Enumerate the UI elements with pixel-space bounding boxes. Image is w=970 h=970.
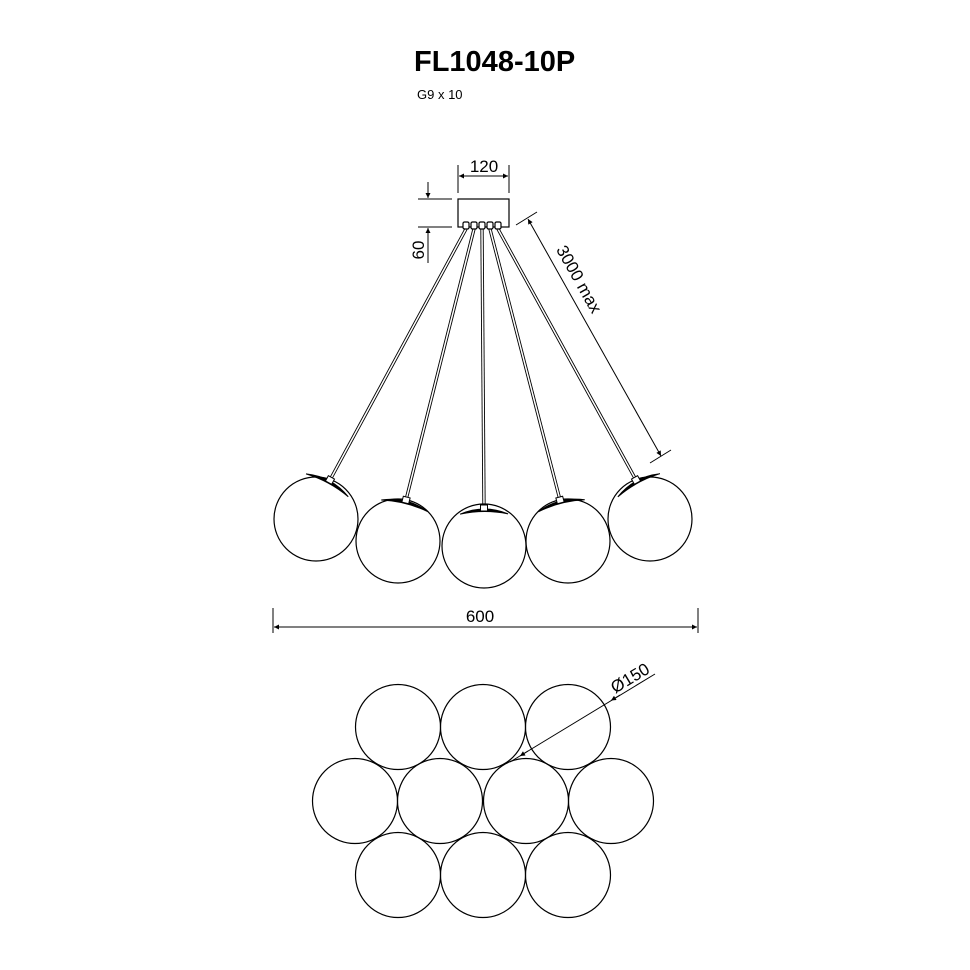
cable bbox=[480, 229, 484, 509]
dimension-line bbox=[509, 673, 656, 763]
cable-length-label-group: 3000 max bbox=[552, 242, 605, 317]
dimension-line bbox=[527, 218, 662, 457]
lamp-holder bbox=[537, 495, 585, 513]
canopy-height-dimension: 60 bbox=[409, 182, 452, 263]
lamp-holder bbox=[305, 473, 349, 498]
diameter-dimension: Ø150 bbox=[509, 659, 656, 763]
globe-shade bbox=[607, 476, 693, 562]
cable-grip bbox=[462, 221, 470, 230]
dimension-arrow bbox=[610, 694, 621, 701]
side-view bbox=[273, 228, 693, 589]
cable-length-label: 3000 max bbox=[552, 242, 605, 317]
cable bbox=[490, 228, 562, 500]
lamp-holder bbox=[617, 473, 661, 498]
cable bbox=[482, 228, 486, 508]
extension-line bbox=[649, 449, 672, 464]
canopy-width-label: 120 bbox=[470, 157, 498, 176]
dimension-arrow bbox=[519, 750, 529, 757]
canopy-height-label: 60 bbox=[409, 241, 428, 260]
cable bbox=[404, 228, 474, 500]
top-view-shade bbox=[354, 683, 442, 771]
lamp-holder bbox=[381, 495, 429, 513]
cable bbox=[406, 229, 476, 501]
globe-shade bbox=[355, 498, 441, 584]
extension-line bbox=[515, 211, 538, 226]
cable bbox=[488, 229, 560, 501]
cable-grip bbox=[470, 221, 478, 230]
canopy bbox=[457, 198, 510, 230]
top-view-shade bbox=[439, 683, 527, 771]
lamp-spec: G9 x 10 bbox=[417, 87, 463, 102]
cable-grips bbox=[462, 221, 502, 230]
lamp-holder bbox=[459, 504, 509, 515]
top-view-shade bbox=[354, 831, 442, 919]
top-view-shade bbox=[439, 831, 527, 919]
holder-cap bbox=[459, 508, 509, 515]
top-view-shade bbox=[311, 757, 399, 845]
diameter-label-group: Ø150 bbox=[607, 659, 652, 697]
globe-shade bbox=[525, 498, 611, 584]
globe-shade bbox=[273, 476, 359, 562]
globe-shade bbox=[441, 503, 527, 589]
model-title: FL1048-10P bbox=[414, 46, 576, 78]
holder-socket bbox=[479, 504, 489, 512]
top-view-shade bbox=[482, 757, 570, 845]
holder-socket bbox=[630, 475, 642, 485]
top-view-shade bbox=[567, 757, 655, 845]
top-view-shade bbox=[524, 683, 612, 771]
holder-socket bbox=[555, 495, 565, 505]
top-view-shade bbox=[396, 757, 484, 845]
holder-cap bbox=[305, 473, 349, 498]
top-view bbox=[311, 683, 655, 919]
top-view-shade bbox=[524, 831, 612, 919]
canopy-height-label-group: 60 bbox=[409, 241, 428, 260]
canopy-width-dimension: 120 bbox=[457, 157, 510, 193]
holder-cap bbox=[617, 473, 661, 498]
cable bbox=[328, 228, 466, 480]
cable-grip bbox=[478, 221, 486, 230]
cable-grip bbox=[494, 221, 502, 230]
cable-grip bbox=[486, 221, 494, 230]
overall-width-label: 600 bbox=[466, 607, 494, 626]
overall-width-dimension: 600 bbox=[272, 607, 699, 633]
holder-socket bbox=[401, 495, 411, 505]
holder-socket bbox=[324, 475, 336, 485]
diameter-label: Ø150 bbox=[607, 659, 652, 697]
cable bbox=[330, 229, 468, 481]
